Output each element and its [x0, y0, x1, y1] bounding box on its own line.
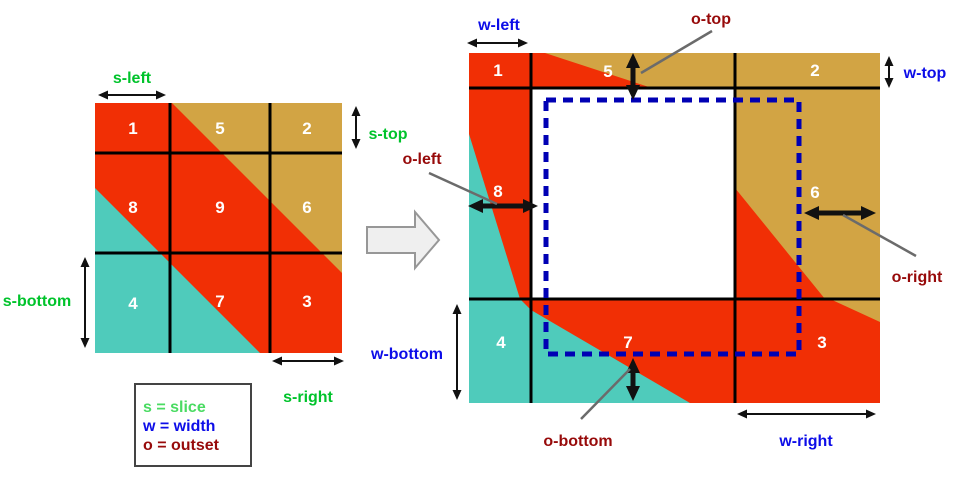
source-cell-3: 3	[302, 292, 311, 311]
result-cell-3-region	[735, 299, 880, 403]
result-cell-3: 3	[817, 333, 826, 352]
result-cell-8-turquoise-wedge	[469, 134, 520, 299]
w-left-label: w-left	[477, 17, 520, 34]
o-left-pointer-line	[428, 171, 498, 206]
source-cell-2: 2	[302, 119, 311, 138]
legend-outset: o = outset	[143, 437, 220, 454]
result-cell-3-tan-wedge	[830, 299, 880, 322]
result-cell-7-turquoise-wedge	[531, 310, 690, 403]
result-cell-8: 8	[493, 182, 502, 201]
result-cell-7: 7	[623, 333, 632, 352]
w-bottom-label: w-bottom	[370, 346, 443, 363]
result-cell-2: 2	[810, 61, 819, 80]
s-top-label: s-top	[368, 126, 407, 143]
source-cell-5: 5	[215, 119, 224, 138]
source-tan-region	[172, 103, 342, 273]
result-cell-5-red-wedge	[531, 53, 652, 88]
source-cell-1: 1	[128, 119, 137, 138]
legend-width: w = width	[142, 418, 215, 435]
o-bottom-label: o-bottom	[543, 433, 612, 450]
result-image-figure: 1 5 2 8 6 4 7 3 w-left w-top w-bottom w-…	[370, 11, 947, 450]
o-left-label: o-left	[402, 151, 442, 168]
source-cell-6: 6	[302, 198, 311, 217]
source-cell-4: 4	[128, 294, 138, 313]
source-cell-8: 8	[128, 198, 137, 217]
o-top-pointer-line	[640, 29, 713, 75]
border-box-dashed-outline	[543, 97, 802, 357]
w-right-label: w-right	[778, 433, 833, 450]
transform-arrow-icon	[366, 209, 441, 271]
source-image-figure: 1 5 2 8 9 6 4 7 3 s-left s-top s-bottom …	[3, 70, 408, 406]
w-top-label: w-top	[903, 65, 947, 82]
o-bottom-pointer-line	[580, 368, 631, 420]
source-cell-9: 9	[215, 198, 224, 217]
source-turquoise-region	[95, 188, 260, 353]
result-cell-1-region	[469, 53, 531, 88]
source-cell-7: 7	[215, 292, 224, 311]
result-cell-4-region	[469, 299, 531, 403]
o-top-label: o-top	[691, 11, 731, 28]
legend-slice: s = slice	[143, 399, 206, 416]
legend-box: s = slice w = width o = outset	[134, 383, 252, 467]
result-cell-6-red-wedge	[735, 188, 825, 299]
o-right-label: o-right	[892, 269, 943, 286]
s-right-label: s-right	[283, 389, 333, 406]
legend-border	[134, 383, 252, 467]
result-cell-5: 5	[603, 62, 612, 81]
o-right-pointer-line	[842, 213, 917, 258]
result-cell-4-red-wedge	[520, 299, 531, 310]
s-left-label: s-left	[113, 70, 152, 87]
result-cell-1: 1	[493, 61, 502, 80]
result-cell-2-region	[735, 53, 880, 88]
result-cell-4: 4	[496, 333, 506, 352]
s-bottom-label: s-bottom	[3, 293, 71, 310]
result-cell-6: 6	[810, 183, 819, 202]
